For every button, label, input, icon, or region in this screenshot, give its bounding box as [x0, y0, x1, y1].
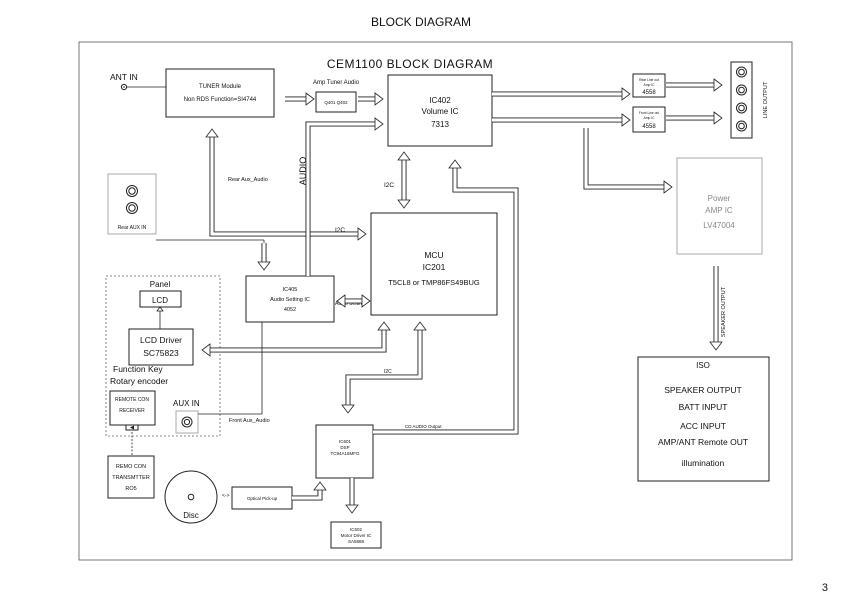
line-output-jack-icon [736, 66, 747, 132]
ic602-part: SA5888 [348, 539, 365, 544]
disc-label: Disc [183, 511, 199, 520]
transmitter-line1: REMO CON [116, 464, 146, 470]
lcd-driver-part: SC75823 [143, 348, 179, 358]
front-line-amp-line2: Amp IC [644, 116, 656, 120]
power-amp-part: LV47004 [703, 221, 735, 230]
lcd-box [139, 290, 182, 308]
front-line-amp-box [632, 106, 666, 133]
iso-item: illumination [682, 458, 725, 468]
function-key-label: Function Key [113, 364, 163, 374]
disc-pickup-link: <-> [222, 493, 230, 499]
ic602-name: IC602 [350, 527, 363, 532]
signal-paths [201, 78, 723, 514]
mcu-title: MCU [424, 250, 443, 260]
page-number: 3 [821, 582, 828, 594]
speaker-output-vertical-label: SPEAKER OUTPUT [721, 286, 727, 337]
panel-dashed-group [105, 275, 221, 437]
aux-in-label: AUX IN [173, 399, 200, 408]
ant-in-label: ANT IN [110, 72, 138, 82]
remote-receiver-box [109, 390, 156, 426]
power-amp-title: Power [708, 194, 731, 203]
ic405-function: Audio Setting IC [270, 297, 310, 303]
iso-title: ISO [696, 361, 710, 370]
amp-tuner-audio-chip: Q401 Q402 [324, 100, 348, 105]
rear-line-amp-part: 4558 [642, 90, 656, 96]
ic601-function: DSP [340, 445, 349, 450]
line-output-label: LINE OUTPUT [763, 81, 769, 118]
rear-aux-jack-icon [126, 185, 138, 214]
amp-tuner-audio-box [315, 91, 357, 113]
mcu-name: IC201 [423, 262, 446, 272]
panel-title: Panel [150, 280, 171, 289]
ic405-part: 4052 [284, 307, 296, 313]
aux-audio-lines [156, 239, 271, 415]
remote-con-label: REMOTE CON [115, 397, 149, 403]
receiver-label: RECEIVER [119, 408, 145, 414]
front-line-amp-part: 4558 [642, 124, 656, 130]
line-output-jack-panel [730, 61, 753, 139]
antenna-connector-dot [123, 86, 125, 88]
ic601-part: TC94A16MFG [330, 451, 360, 456]
ir-receiver-icon [125, 424, 139, 431]
lcd-label: LCD [152, 296, 168, 305]
i2c-label: I2C [384, 182, 394, 189]
ic602-motor-driver-box [330, 521, 382, 549]
diagram-title: CEM1100 BLOCK DIAGRAM [327, 57, 493, 71]
rear-line-amp-line2: Amp IC [644, 83, 656, 87]
ic405-name: IC405 [283, 287, 298, 293]
tuner-module-subtitle: Non RDS Function=SI4744 [184, 97, 257, 103]
rear-aux-in-label: Rear AUX IN [118, 225, 147, 231]
rear-line-amp-line1: Rear Line out [639, 78, 659, 82]
ic601-dsp-box [315, 424, 374, 479]
transmitter-line3: RO5 [125, 486, 136, 492]
iso-box [637, 356, 770, 482]
optical-pickup-label: Optical Pick-up [247, 496, 278, 501]
audio-vertical-label: AUDIO [298, 157, 308, 186]
ic402-name: IC402 [429, 96, 451, 105]
iso-item: AMP/ANT Remote OUT [658, 437, 748, 447]
lcd-driver-label: LCD Driver [140, 335, 182, 345]
front-aux-audio-label: Front Aux_Audio [229, 418, 270, 424]
ic402-function: Volume IC [422, 107, 459, 116]
tuner-module-title: TUNER Module [199, 84, 242, 90]
rear-aux-audio-label: Rear Aux_Audio [228, 177, 268, 183]
audio-setting-label: Audio Setting [335, 301, 365, 307]
page-title: BLOCK DIAGRAM [370, 15, 472, 29]
tuner-module-box [165, 68, 275, 118]
front-line-amp-line1: Front Line out [639, 111, 659, 115]
diagram-frame [78, 41, 793, 561]
iso-item: SPEAKER OUTPUT [664, 385, 741, 395]
ic405-box [245, 275, 335, 323]
transmitter-line2: TRANSMTTER [112, 475, 150, 481]
rotary-encoder-label: Rotary encoder [110, 376, 168, 386]
mcu-part: T5CL8 or TMP86FS49BUG [388, 278, 480, 287]
ic602-function: Motor Driver IC [341, 533, 372, 538]
i2c-label: I2C [384, 369, 392, 375]
ic402-part: 7313 [431, 120, 449, 129]
cd-audio-output-label: CD AUDIO Output [405, 424, 442, 429]
remote-transmitter-box [107, 455, 155, 499]
iso-item: BATT INPUT [679, 402, 728, 412]
power-amp-line2: AMP IC [705, 206, 733, 215]
lcd-driver-box [128, 328, 194, 366]
mcu-box [370, 212, 498, 316]
rear-line-amp-box [632, 73, 666, 98]
ic402-volume-box [387, 74, 493, 147]
i2c-label: I2C [335, 227, 345, 234]
amp-tuner-audio-label: Amp Tuner Audio [313, 80, 360, 86]
ic601-name: IC601 [339, 439, 352, 444]
iso-item: ACC INPUT [680, 421, 726, 431]
power-amp-box [676, 157, 763, 255]
